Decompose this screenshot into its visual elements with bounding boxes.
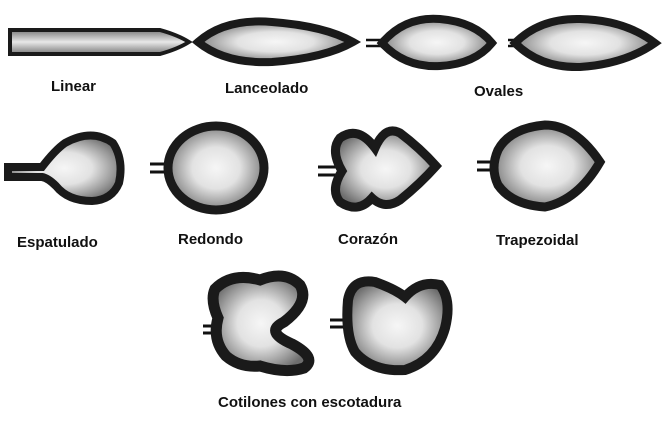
oval-leaf-icon	[366, 14, 498, 71]
label-ovales: Ovales	[474, 83, 524, 100]
label-espatulado: Espatulado	[17, 234, 98, 251]
label-redondo: Redondo	[178, 231, 243, 248]
lanceolate-leaf-icon	[191, 17, 362, 67]
oval-leaf-icon-2	[508, 14, 662, 72]
label-lanceolado: Lanceolado	[225, 80, 309, 97]
notched-leaf-icon-2	[330, 276, 453, 376]
trapezoidal-leaf-icon	[477, 120, 606, 212]
linear-leaf-icon	[8, 28, 193, 56]
spatulate-leaf-icon	[4, 131, 125, 206]
heart-leaf-icon	[318, 126, 443, 212]
label-linear: Linear	[51, 78, 97, 95]
round-leaf-icon	[150, 121, 269, 215]
label-cotilones-con-escotadura: Cotilones con escotadura	[218, 394, 402, 411]
label-corazon: Corazón	[338, 231, 398, 248]
label-trapezoidal: Trapezoidal	[496, 232, 579, 249]
notched-leaf-icon	[203, 270, 315, 377]
